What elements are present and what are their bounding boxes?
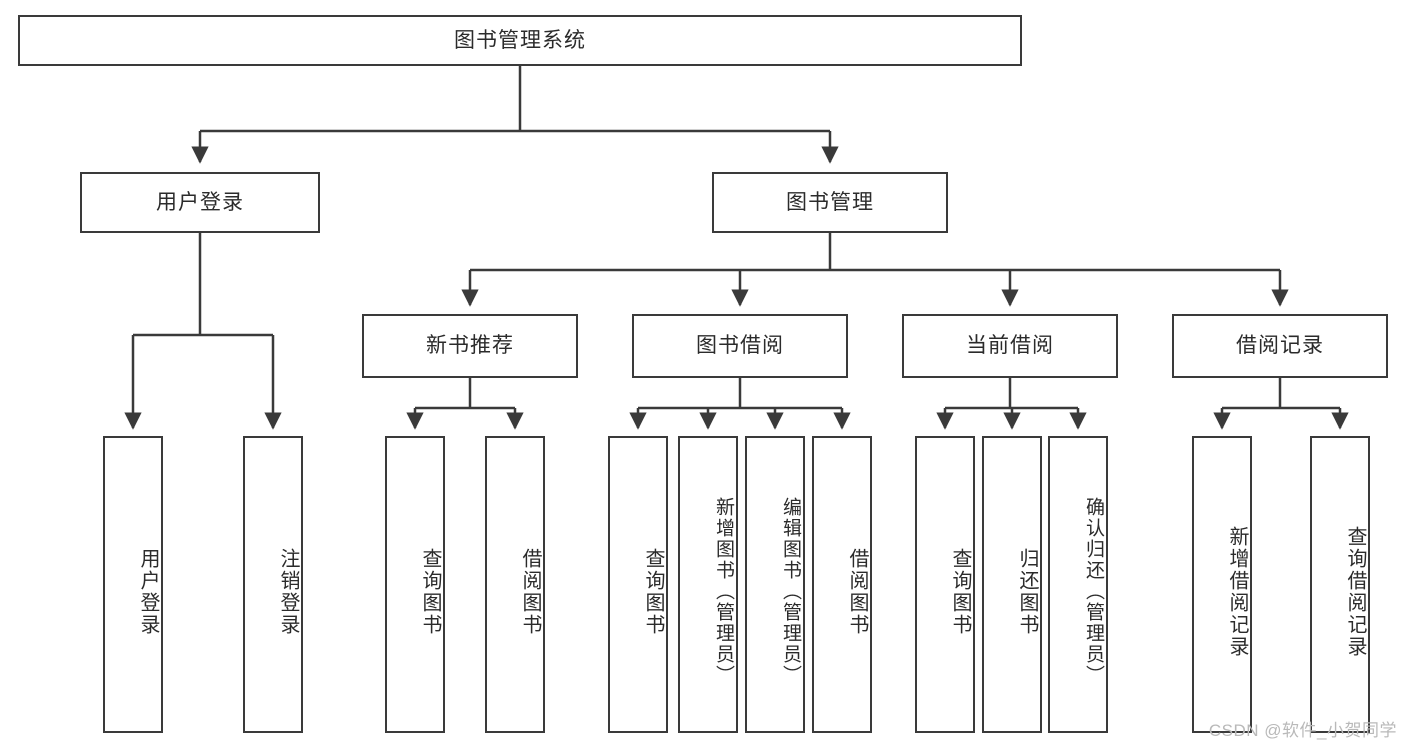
leaf-query-borrow-record[interactable]: 查询借阅记录	[1310, 436, 1370, 733]
node-label: 借阅记录	[1236, 334, 1324, 358]
node-label: 新书推荐	[426, 334, 514, 358]
leaf-add-book-admin[interactable]: 新增图书（管理员）	[678, 436, 738, 733]
node-label: 新增借阅记录	[1226, 525, 1248, 658]
node-borrow-record[interactable]: 借阅记录	[1172, 314, 1388, 378]
watermark: CSDN @软件_小贺同学	[1208, 721, 1397, 740]
node-label: 查询图书	[949, 547, 971, 636]
node-book-borrow[interactable]: 图书借阅	[632, 314, 848, 378]
node-current-borrow[interactable]: 当前借阅	[902, 314, 1118, 378]
node-label: 查询图书	[419, 547, 441, 636]
node-label: 用户登录	[156, 190, 244, 214]
node-label: 当前借阅	[966, 334, 1054, 358]
node-label: 图书管理系统	[454, 28, 586, 52]
leaf-query-book-borrow[interactable]: 查询图书	[608, 436, 668, 733]
node-label: 借阅图书	[519, 547, 541, 636]
node-book-management[interactable]: 图书管理	[712, 172, 948, 233]
leaf-query-book-recommend[interactable]: 查询图书	[385, 436, 445, 733]
node-label: 借阅图书	[846, 547, 868, 636]
node-label: 确认归还（管理员）	[1083, 497, 1104, 686]
node-label: 图书管理	[786, 190, 874, 214]
node-label: 注销登录	[277, 547, 299, 636]
leaf-return-book[interactable]: 归还图书	[982, 436, 1042, 733]
leaf-add-borrow-record[interactable]: 新增借阅记录	[1192, 436, 1252, 733]
leaf-user-login[interactable]: 用户登录	[103, 436, 163, 733]
node-label: 新增图书（管理员）	[713, 497, 734, 686]
leaf-query-book-current[interactable]: 查询图书	[915, 436, 975, 733]
node-user-login[interactable]: 用户登录	[80, 172, 320, 233]
node-label: 用户登录	[137, 547, 159, 636]
node-label: 归还图书	[1016, 547, 1038, 636]
node-label: 图书借阅	[696, 334, 784, 358]
leaf-edit-book-admin[interactable]: 编辑图书（管理员）	[745, 436, 805, 733]
leaf-confirm-return-admin[interactable]: 确认归还（管理员）	[1048, 436, 1108, 733]
node-label: 查询图书	[642, 547, 664, 636]
node-label: 查询借阅记录	[1344, 525, 1366, 658]
node-new-book-recommend[interactable]: 新书推荐	[362, 314, 578, 378]
leaf-borrow-book[interactable]: 借阅图书	[812, 436, 872, 733]
leaf-borrow-book-recommend[interactable]: 借阅图书	[485, 436, 545, 733]
node-root-book-management-system[interactable]: 图书管理系统	[18, 15, 1022, 66]
leaf-logout-login[interactable]: 注销登录	[243, 436, 303, 733]
node-label: 编辑图书（管理员）	[780, 497, 801, 686]
